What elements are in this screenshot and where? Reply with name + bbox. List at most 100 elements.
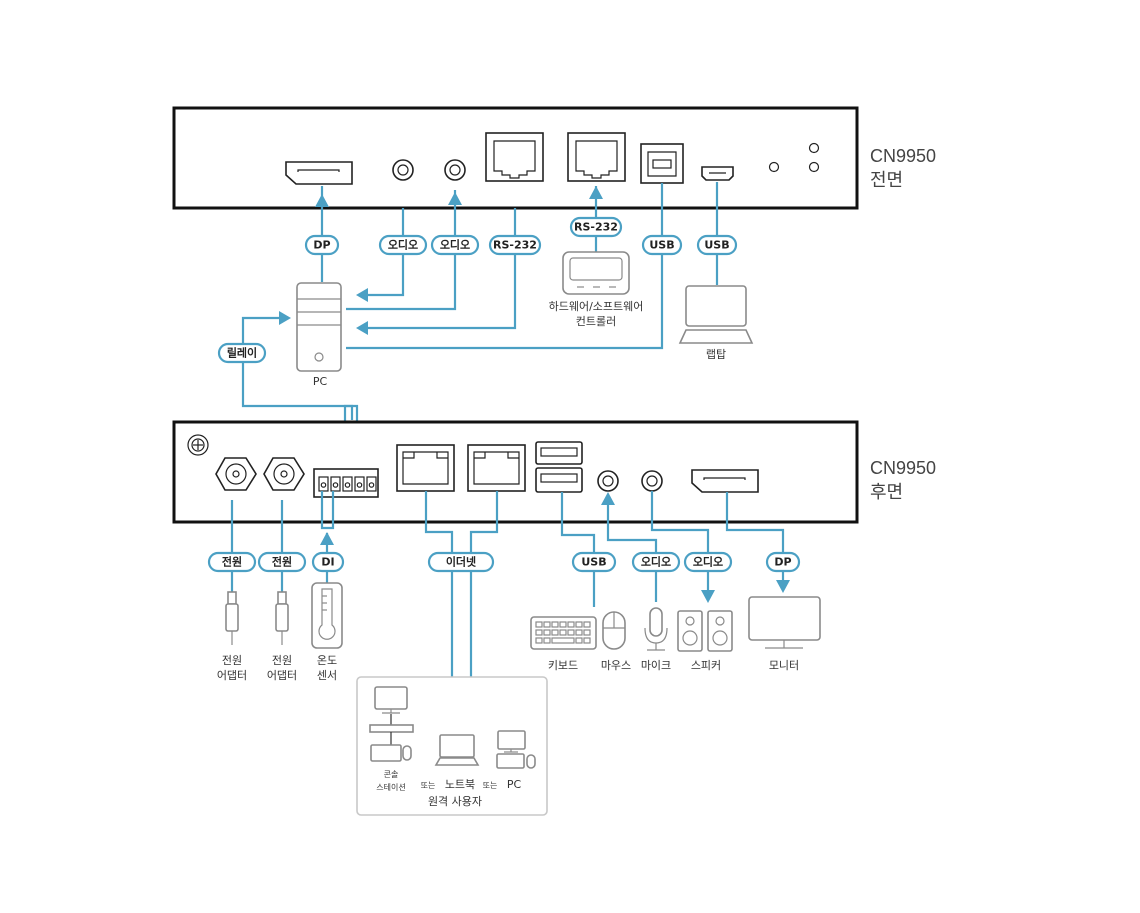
label-front-audio-2: 오디오 [430,234,480,256]
controller-label-1: 하드웨어/소프트웨어 [549,299,644,313]
ground-screw-icon [187,434,209,456]
svg-text:RS-232: RS-232 [493,239,537,252]
front-unit [172,106,859,210]
rear-power-port-1 [215,457,257,491]
svg-text:PC: PC [507,778,522,791]
label-front-usb-1: USB [641,234,683,256]
temperature-sensor: 온도 센서 [311,582,343,682]
front-audio-out-port [392,159,414,181]
svg-text:키보드: 키보드 [548,659,578,672]
rear-labels: 전원 전원 DI 이더넷 USB 오디오 오디오 DP [207,551,801,573]
console-station-icon [369,686,414,762]
front-usb-b-port [640,143,684,184]
svg-text:USB: USB [581,556,606,569]
svg-text:이더넷: 이더넷 [446,555,476,569]
microphone-device: 마이크 [641,607,671,672]
rear-unit-side: 후면 [870,482,903,502]
label-front-rs232-2: RS-232 [569,216,623,238]
rear-usb-a-ports [535,441,583,493]
remote-pc-icon [496,730,536,769]
controller-label-2: 컨트롤러 [576,315,616,328]
label-rear-dp: DP [765,551,801,573]
svg-text:릴레이: 릴레이 [227,346,257,360]
rear-power-port-2 [263,457,305,491]
label-rear-usb: USB [571,551,617,573]
svg-text:센서: 센서 [317,669,337,682]
rear-terminal-block [313,468,379,498]
pc-label: PC [313,375,328,388]
svg-text:오디오: 오디오 [440,238,470,252]
rear-audio-out-port [641,470,663,492]
front-led-1 [768,161,780,173]
front-unit-side: 전면 [870,170,903,190]
svg-text:DI: DI [321,556,334,569]
svg-text:노트북: 노트북 [445,778,475,791]
front-dp-port [285,161,353,185]
front-audio-in-port [444,159,466,181]
arrow-left-icon [356,288,368,302]
label-front-audio-1: 오디오 [378,234,428,256]
pc-device: PC [296,282,342,388]
front-rj45-port [485,132,544,182]
controller-device: 하드웨어/소프트웨어 컨트롤러 [549,251,644,328]
svg-text:스피커: 스피커 [691,659,721,672]
front-cables [241,182,719,485]
svg-text:또는: 또는 [421,781,436,790]
svg-text:전원: 전원 [222,555,242,569]
label-rear-ethernet: 이더넷 [427,551,495,573]
svg-text:스테이션: 스테이션 [376,782,405,792]
label-rear-power-1: 전원 [207,551,257,573]
svg-text:전원: 전원 [272,654,292,667]
svg-text:전원: 전원 [222,654,242,667]
rear-unit-model: CN9950 [870,458,936,478]
svg-text:USB: USB [704,239,729,252]
arrow-right-icon [279,311,291,325]
svg-text:온도: 온도 [317,654,337,667]
rear-unit [172,420,859,524]
svg-text:DP: DP [774,556,791,569]
label-front-dp: DP [304,234,340,256]
power-adapter-2: 전원 어댑터 [267,591,297,682]
svg-text:마이크: 마이크 [641,659,671,672]
svg-text:USB: USB [649,239,674,252]
power-adapter-1: 전원 어댑터 [217,591,247,682]
rear-audio-in-port [597,470,619,492]
arrow-up-icon [448,192,462,205]
svg-text:오디오: 오디오 [641,555,671,569]
svg-text:DP: DP [313,239,330,252]
svg-text:또는: 또는 [483,781,498,790]
svg-text:오디오: 오디오 [693,555,723,569]
mouse-device: 마우스 [601,611,631,672]
svg-text:전원: 전원 [272,555,292,569]
monitor-device: 모니터 [748,596,821,672]
arrow-up-icon [315,194,329,207]
arrow-down-icon [776,580,790,593]
front-labels: DP 오디오 오디오 RS-232 RS-232 USB USB 릴레이 [217,216,738,364]
front-rs232-port [567,132,626,182]
front-unit-model: CN9950 [870,146,936,166]
notebook-icon [434,734,480,766]
svg-text:콘솔: 콘솔 [384,770,399,779]
rear-ethernet-port-2 [467,444,526,492]
speaker-device: 스피커 [677,610,733,672]
label-rear-audio-1: 오디오 [631,551,681,573]
arrow-down-icon [701,590,715,603]
svg-text:오디오: 오디오 [388,238,418,252]
label-rear-power-2: 전원 [257,551,307,573]
arrow-up-icon [601,492,615,505]
label-front-rs232-1: RS-232 [488,234,542,256]
laptop-label: 랩탑 [706,348,726,361]
remote-users-box: 콘솔 스테이션 또는 노트북 또는 PC 원격 사용자 [356,676,548,816]
label-front-usb-2: USB [696,234,738,256]
svg-text:RS-232: RS-232 [574,221,618,234]
laptop-device: 랩탑 [678,285,754,361]
rear-ethernet-port-1 [396,444,455,492]
keyboard-device: 키보드 [530,616,597,672]
front-led-3 [808,161,820,173]
remote-users-title: 원격 사용자 [428,795,482,808]
label-rear-audio-2: 오디오 [683,551,733,573]
svg-text:모니터: 모니터 [769,659,799,672]
rear-dp-port [691,469,759,493]
label-rear-di: DI [311,551,345,573]
